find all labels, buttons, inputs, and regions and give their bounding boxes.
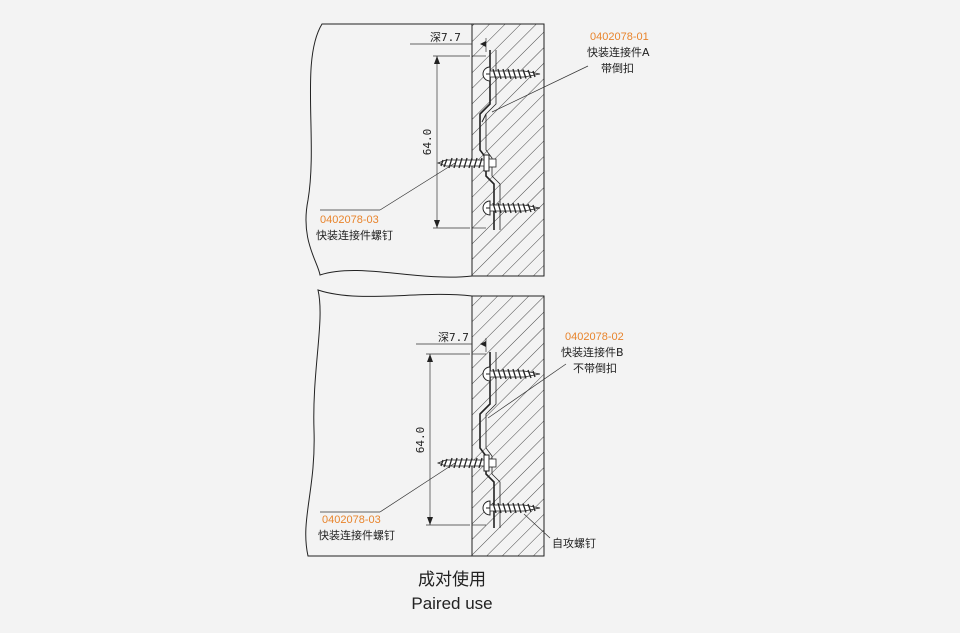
top-depth-label: 深7.7 [430, 31, 461, 44]
bottom-panel-outline [305, 289, 473, 557]
bottom-screw-code: 0402078-03 [322, 514, 381, 526]
top-assembly: 深7.7 64.0 0402078-01 快装连接件A 带倒扣 0402078-… [305, 23, 650, 278]
top-panel-outline [305, 23, 473, 278]
bottom-hatched-board [471, 295, 545, 557]
top-screw-code: 0402078-03 [320, 214, 379, 226]
connector-a-note: 带倒扣 [601, 61, 634, 75]
connector-a-profile [479, 50, 495, 230]
tapping-screw-name: 自攻螺钉 [552, 536, 596, 550]
bottom-screw-name: 快装连接件螺钉 [318, 529, 395, 542]
bottom-height-label: 64.0 [414, 427, 427, 454]
connector-b-profile [479, 352, 495, 528]
caption-english: Paired use [411, 594, 492, 613]
bottom-assembly: 深7.7 64.0 0402078-02 快装连接件B 不带倒扣 0402078… [305, 289, 624, 557]
connector-a-name: 快装连接件A [587, 46, 650, 59]
top-height-label: 64.0 [421, 129, 434, 156]
connector-b-name: 快装连接件B [561, 346, 624, 359]
connector-a-code: 0402078-01 [590, 31, 649, 43]
top-hatched-board [471, 23, 545, 277]
bottom-depth-label: 深7.7 [438, 331, 469, 344]
connector-b-note: 不带倒扣 [573, 361, 617, 375]
top-screw-name: 快装连接件螺钉 [316, 229, 393, 242]
caption-chinese: 成对使用 [418, 569, 486, 590]
connector-b-code: 0402078-02 [565, 331, 624, 343]
